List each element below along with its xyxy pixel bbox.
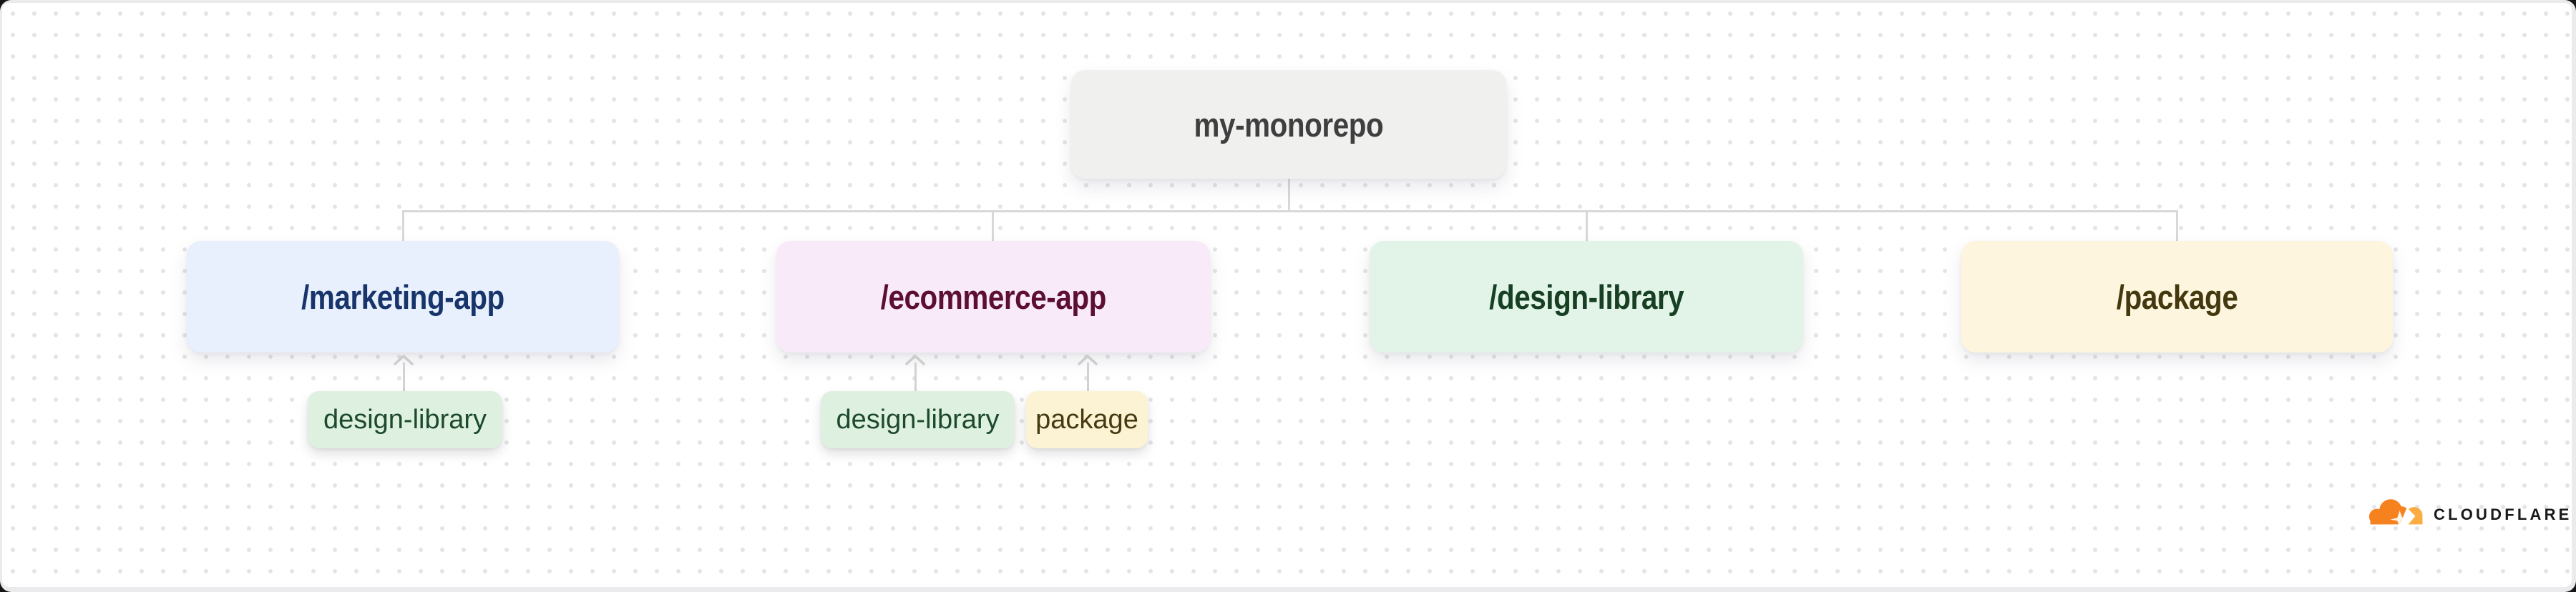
dependency-arrowhead-icon (394, 355, 414, 365)
node-ecommerce-app: /ecommerce-app (776, 241, 1210, 352)
node-my-monorepo: my-monorepo (1071, 70, 1506, 179)
node-design-library: /design-library (1370, 241, 1803, 352)
node-design-library-label: /design-library (1488, 277, 1684, 316)
dependency-tag-label: design-library (323, 404, 487, 435)
dependency-arrowhead-icon (1078, 355, 1098, 365)
connector-drop-marketing (402, 212, 404, 242)
node-package: /package (1961, 241, 2393, 352)
cloudflare-logo: CLOUDFLARE (2365, 495, 2572, 528)
connector-horizontal-bus (402, 210, 2178, 212)
node-marketing-app: /marketing-app (187, 241, 619, 352)
connector-root-drop (1288, 178, 1290, 212)
dependency-tag-design-library: design-library (308, 391, 502, 448)
connector-drop-package (2176, 212, 2178, 242)
node-marketing-app-label: /marketing-app (301, 277, 504, 316)
dependency-arrowhead-icon (905, 355, 925, 365)
dependency-tag-package: package (1026, 391, 1148, 448)
dot-grid-canvas: my-monorepo /marketing-app /ecommerce-ap… (2, 3, 2572, 587)
dependency-arrow-line (1087, 362, 1089, 393)
node-package-label: /package (2116, 277, 2238, 316)
node-ecommerce-app-label: /ecommerce-app (880, 277, 1106, 316)
node-my-monorepo-label: my-monorepo (1194, 105, 1384, 144)
connector-drop-design-library (1586, 212, 1588, 242)
dependency-arrow-line (914, 362, 917, 393)
dependency-tag-design-library: design-library (821, 391, 1015, 448)
dependency-tag-label: design-library (836, 404, 1000, 435)
connector-drop-ecommerce (992, 212, 994, 242)
cloudflare-cloud-icon (2368, 499, 2423, 528)
dependency-arrow-line (403, 362, 405, 393)
dependency-tag-label: package (1035, 404, 1138, 435)
cloudflare-wordmark: CLOUDFLARE (2434, 505, 2572, 523)
